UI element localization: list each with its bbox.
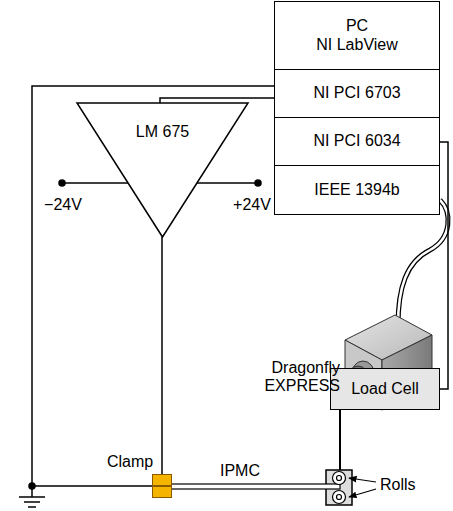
clamp-block: Clamp: [152, 474, 172, 498]
pc-box: PCNI LabView: [274, 1, 440, 70]
amplifier-triangle: LM 675: [77, 103, 248, 237]
ipmc-strip: [170, 484, 340, 489]
box-label: NI PCI 6034: [313, 132, 400, 150]
box-label: IEEE 1394b: [314, 181, 399, 199]
roll-holder: [326, 410, 352, 505]
part-label: Rolls: [380, 476, 440, 494]
box-label: Load Cell: [351, 380, 419, 398]
io-card-box: NI PCI 6703: [274, 69, 440, 118]
part-label: IPMC: [212, 462, 268, 480]
rolls: [333, 472, 346, 504]
camera-cable: [398, 200, 448, 326]
supply-label: +24V: [232, 196, 272, 214]
load-cell-box: Load Cell: [330, 368, 440, 410]
daq-card-box: NI PCI 6034: [274, 117, 440, 166]
box-label: NI PCI 6703: [313, 84, 400, 102]
signal-wire: [161, 237, 163, 474]
firewire-card-box: IEEE 1394b: [274, 165, 440, 215]
signal-wire: [160, 98, 274, 103]
supply-label: −24V: [43, 196, 83, 214]
box-label: NI LabView: [316, 36, 398, 54]
box-label: LM 675: [136, 123, 189, 141]
rolls-leaders: [349, 478, 376, 497]
part-label: Clamp: [107, 453, 153, 471]
camera-label: Dragonfly EXPRESS: [256, 359, 340, 396]
clamp-split: [153, 485, 171, 487]
signal-wire: [32, 86, 274, 486]
triangle-outline: [77, 103, 248, 237]
box-label: PC: [346, 17, 368, 35]
signal-wire: [440, 142, 448, 389]
